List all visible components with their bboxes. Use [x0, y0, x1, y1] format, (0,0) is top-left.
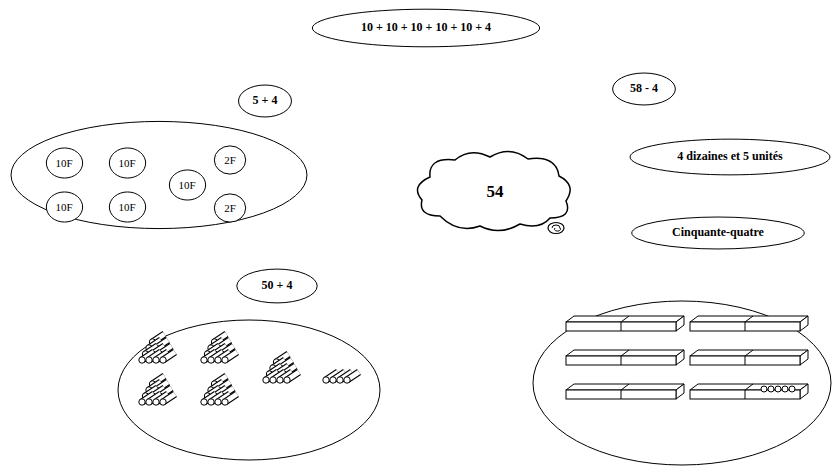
- ellipse-shape: [214, 194, 245, 222]
- ellipse-shape: [630, 139, 830, 175]
- ellipse-shape: [109, 148, 145, 178]
- cloud-tail-spiral: [552, 225, 561, 231]
- expression-ellipse: 58 - 4: [612, 72, 676, 106]
- ellipse-shape: [613, 73, 676, 105]
- unit-bead: [775, 386, 781, 392]
- unit-bead: [782, 386, 788, 392]
- expression-ellipse: 5 + 4: [238, 84, 292, 118]
- node-text: 10F: [118, 201, 135, 213]
- node-text: 10F: [118, 157, 135, 169]
- node-text: 10F: [55, 201, 72, 213]
- node-text: 58 - 4: [630, 82, 658, 95]
- stick-bundle: [263, 354, 299, 383]
- coin-circle: 10F: [109, 147, 146, 179]
- ellipse-shape: [46, 192, 82, 222]
- ten-bar: [566, 384, 684, 399]
- expression-ellipse: Cinquante-quatre: [630, 216, 806, 250]
- ellipse-shape: [237, 269, 317, 303]
- unit-bead: [789, 386, 795, 392]
- coin-circle: 2F: [214, 193, 246, 223]
- node-text: 10F: [178, 179, 195, 191]
- node-text: 10 + 10 + 10 + 10 + 10 + 4: [361, 21, 491, 34]
- ellipse-shape: [312, 9, 539, 47]
- node-text: 10F: [55, 157, 72, 169]
- ellipse-shape: [169, 170, 205, 200]
- thought-cloud: 54: [410, 146, 580, 238]
- node-text: 5 + 4: [253, 94, 278, 107]
- coins-ellipse: 10F 10F 2F 10F 10F 10F 2F: [8, 118, 310, 232]
- stick-bundle: [201, 376, 237, 405]
- coin-circle: 10F: [169, 169, 206, 201]
- unit-bead: [761, 386, 767, 392]
- node-text: Cinquante-quatre: [672, 226, 764, 239]
- ten-bar: [566, 350, 684, 365]
- node-text: 50 + 4: [262, 279, 293, 292]
- unit-beads: [761, 386, 795, 392]
- cloud-tail: [548, 223, 564, 234]
- center-number: 54: [487, 183, 504, 202]
- ellipse-shape: [239, 85, 292, 117]
- ten-bar: [690, 316, 808, 331]
- node-text: 2F: [224, 154, 236, 166]
- node-text: 4 dizaines et 5 unités: [677, 150, 782, 163]
- stick-bundle: [139, 376, 175, 405]
- ellipse-shape: [632, 217, 804, 249]
- unit-bead: [768, 386, 774, 392]
- bars-ellipse: [533, 301, 831, 465]
- cloud-shape: [418, 151, 571, 230]
- ten-bar: [690, 350, 808, 365]
- expression-ellipse: 50 + 4: [236, 268, 318, 304]
- ellipse-shape: [214, 146, 245, 174]
- coin-circle: 10F: [109, 191, 146, 223]
- stick-bundle: [201, 334, 237, 363]
- ellipse-shape: [109, 192, 145, 222]
- stick-bundle: [139, 334, 175, 363]
- coin-circle: 10F: [46, 191, 83, 223]
- expression-ellipse: 10 + 10 + 10 + 10 + 10 + 4: [310, 8, 542, 48]
- ten-bar: [566, 316, 684, 331]
- loose-stick: [344, 372, 359, 383]
- ellipse-shape: [11, 121, 307, 228]
- ten-bar: [690, 384, 808, 399]
- coin-circle: 2F: [214, 145, 246, 175]
- expression-ellipse: 4 dizaines et 5 unités: [628, 138, 832, 176]
- coin-circle: 10F: [46, 147, 83, 179]
- ellipse-shape: [46, 148, 82, 178]
- sticks-ellipse: [118, 320, 380, 460]
- node-text: 2F: [224, 202, 236, 214]
